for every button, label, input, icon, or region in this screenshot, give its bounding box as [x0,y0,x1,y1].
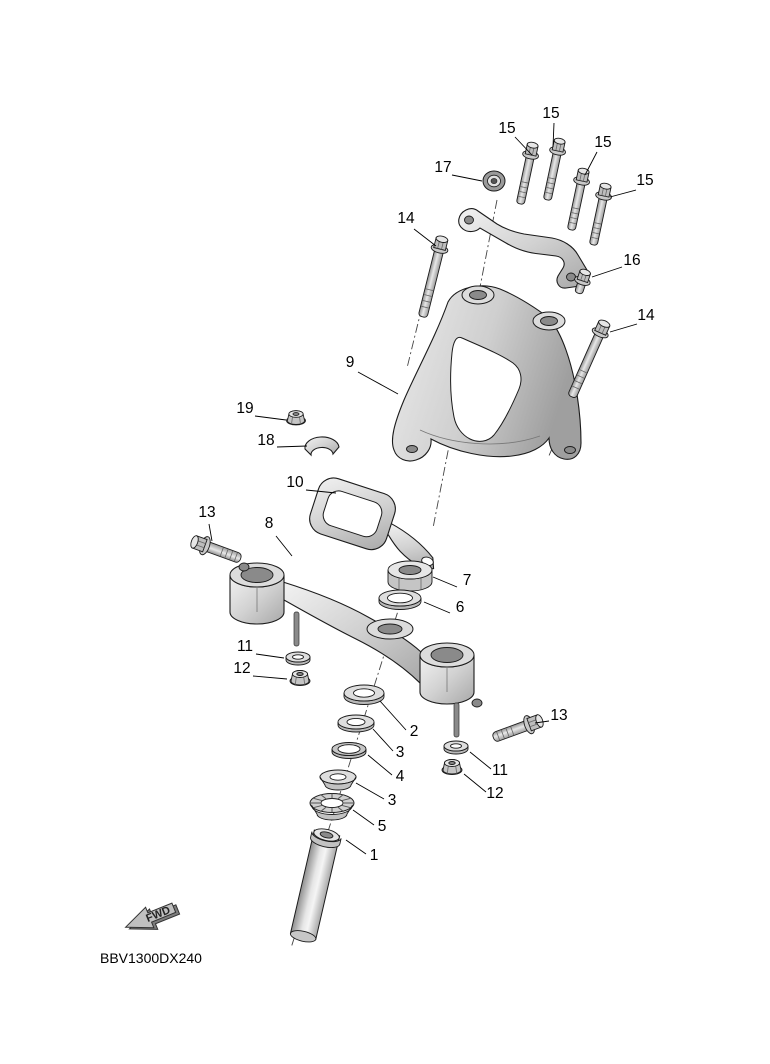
part-clamp-18 [304,436,340,457]
part-upper-bracket [391,285,582,462]
callout-16[interactable]: 16 [623,252,640,269]
callout-15-1[interactable]: 15 [498,120,515,137]
drawing-code: BBV1300DX240 [100,950,202,966]
callout-11-2[interactable]: 11 [492,762,508,779]
part-nut-12-1 [289,670,311,686]
part-bolt-15-3 [562,166,593,232]
part-washer-11-2 [443,740,469,755]
part-grommet [482,170,506,192]
callout-8[interactable]: 8 [265,515,274,532]
callout-13-1[interactable]: 13 [198,504,215,521]
callout-15-3[interactable]: 15 [594,134,611,151]
part-bolt-15-2 [538,136,569,202]
callout-3-2[interactable]: 3 [388,792,397,809]
part-washer-6 [378,589,422,610]
part-nut-19 [286,410,306,426]
callout-4[interactable]: 4 [396,768,405,785]
callout-2[interactable]: 2 [410,723,419,740]
callout-15-4[interactable]: 15 [636,172,653,189]
part-bolt-15-4 [584,181,615,247]
part-bolt-15-1 [511,140,542,206]
callout-3-1[interactable]: 3 [396,744,405,761]
part-washer-3-1 [337,714,375,733]
part-race-3-2 [319,769,357,791]
stud-left [293,611,300,647]
callout-10[interactable]: 10 [286,474,304,491]
part-bearing-5 [309,793,355,821]
callout-12-1[interactable]: 12 [233,660,250,677]
callout-17[interactable]: 17 [434,159,451,176]
part-bolt-14-1 [413,233,452,320]
part-bolt-14-2 [563,317,614,401]
callout-7[interactable]: 7 [463,572,472,589]
part-nut-12-2 [441,759,463,775]
part-stay-bracket [309,477,435,570]
part-washer-2 [343,684,385,705]
callout-14-1[interactable]: 14 [397,210,415,227]
part-bolt-13-1 [187,531,245,569]
leader-lines [208,122,638,855]
callout-19[interactable]: 19 [236,400,253,417]
part-bolt-13-2 [489,710,547,748]
callout-13-2[interactable]: 13 [550,707,567,724]
callout-11-1[interactable]: 11 [237,638,253,655]
stud-right [453,702,460,738]
part-seal-4 [331,742,367,759]
callout-1[interactable]: 1 [370,847,379,864]
part-wire-guide-bracket [458,208,590,289]
callout-18[interactable]: 18 [257,432,274,449]
part-steering-stem [289,828,342,943]
part-under-bracket [229,562,483,738]
part-washer-11-1 [285,651,311,666]
callout-12-2[interactable]: 12 [486,785,503,802]
fwd-arrow: FWD [124,902,181,930]
part-steering-nut [387,560,433,592]
callout-15-2[interactable]: 15 [542,105,559,122]
callout-5[interactable]: 5 [378,818,387,835]
callout-14-2[interactable]: 14 [637,307,655,324]
callout-9[interactable]: 9 [346,354,355,371]
callout-6[interactable]: 6 [456,599,465,616]
